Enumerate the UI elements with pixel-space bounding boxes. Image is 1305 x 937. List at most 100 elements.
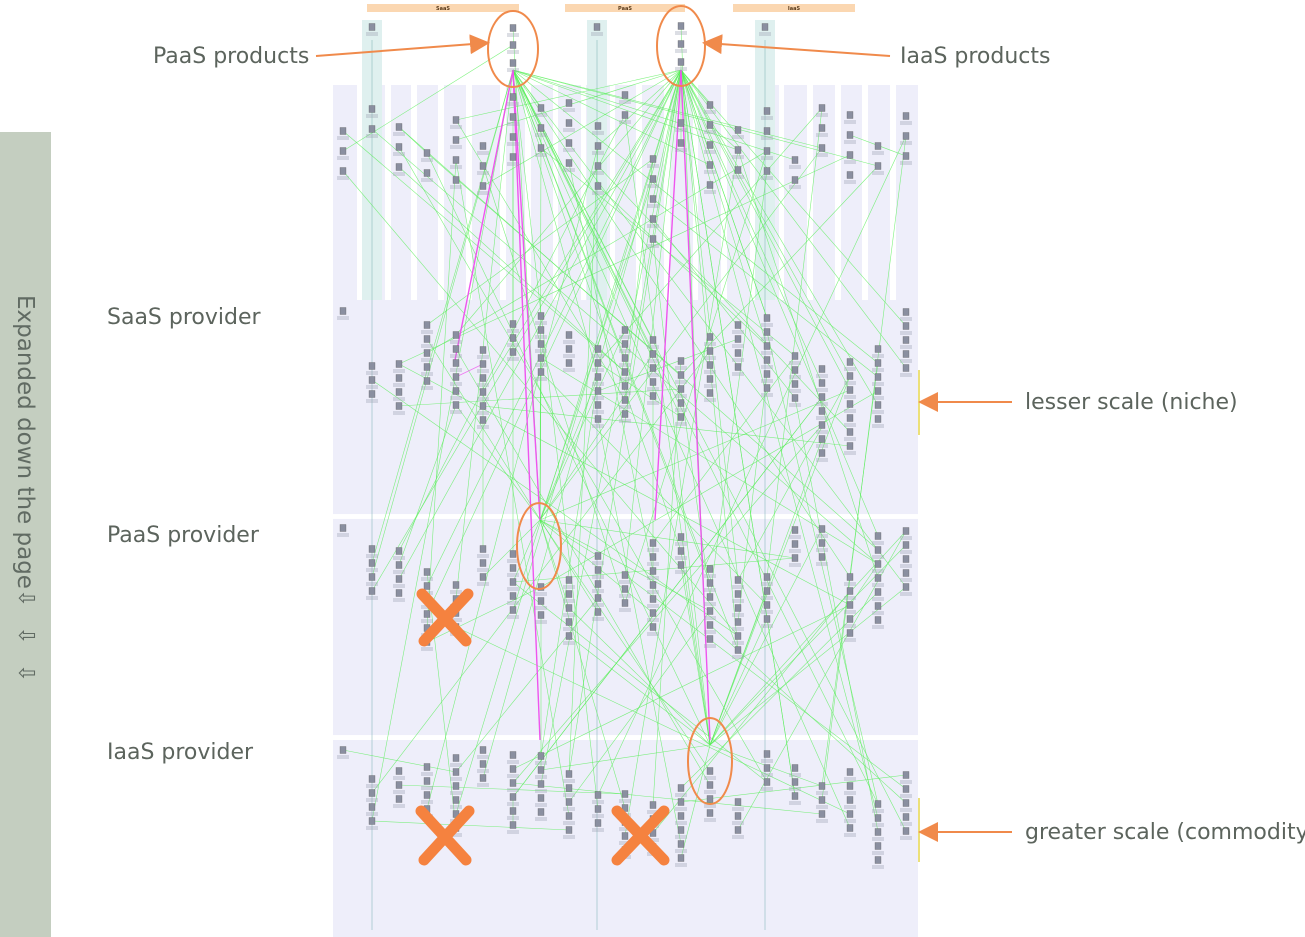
component-node-label xyxy=(900,161,912,165)
green-link xyxy=(398,363,851,606)
component-node-label xyxy=(732,358,744,362)
component-node xyxy=(874,842,882,850)
component-node xyxy=(818,421,826,429)
green-link xyxy=(371,820,570,831)
component-node-label xyxy=(592,589,604,593)
component-node-label xyxy=(704,776,716,780)
component-node-label xyxy=(450,805,462,809)
component-node-label xyxy=(704,574,716,578)
component-node-label xyxy=(844,610,856,614)
component-node xyxy=(537,766,545,774)
component-node xyxy=(565,331,573,339)
component-node xyxy=(509,592,517,600)
component-node-label xyxy=(900,822,912,826)
component-node xyxy=(874,546,882,554)
component-node xyxy=(791,394,799,402)
component-node-label xyxy=(647,576,659,580)
component-node-label xyxy=(704,616,716,620)
component-node xyxy=(677,413,685,421)
component-node xyxy=(818,124,826,132)
column-header-labels: SaaS PaaS IaaS xyxy=(436,6,800,12)
component-node-label xyxy=(761,351,773,355)
component-node-label xyxy=(563,585,575,589)
green-link xyxy=(512,69,851,578)
component-node xyxy=(537,368,545,376)
component-node xyxy=(818,104,826,112)
component-node xyxy=(423,777,431,785)
component-node-label xyxy=(675,542,687,546)
component-node xyxy=(846,111,854,119)
component-node xyxy=(874,345,882,353)
component-node xyxy=(594,387,602,395)
component-node xyxy=(706,795,714,803)
component-node xyxy=(395,388,403,396)
green-link xyxy=(624,150,768,604)
component-node xyxy=(565,770,573,778)
component-node-label xyxy=(872,851,884,855)
component-node xyxy=(649,336,657,344)
green-link xyxy=(342,749,457,773)
component-node-label xyxy=(619,580,631,584)
component-node-label xyxy=(450,833,462,837)
green-link xyxy=(680,69,907,327)
component-node-label xyxy=(675,148,687,152)
component-node-label xyxy=(872,541,884,545)
component-node xyxy=(621,326,629,334)
component-node-label xyxy=(421,386,433,390)
component-node xyxy=(565,812,573,820)
component-node-label xyxy=(844,638,856,642)
green-link xyxy=(540,69,682,785)
component-node xyxy=(902,771,910,779)
component-node-label xyxy=(477,783,489,787)
component-node-label xyxy=(647,632,659,636)
column-separators xyxy=(357,85,896,300)
component-node-label xyxy=(816,562,828,566)
component-node-label xyxy=(592,603,604,607)
component-node xyxy=(818,379,826,387)
component-node xyxy=(452,581,460,589)
component-node xyxy=(677,812,685,820)
component-node xyxy=(565,119,573,127)
component-node xyxy=(791,352,799,360)
component-node xyxy=(846,131,854,139)
component-node-label xyxy=(393,790,405,794)
green-link xyxy=(652,590,851,834)
magenta-link xyxy=(680,69,711,741)
component-node xyxy=(846,810,854,818)
component-node xyxy=(902,308,910,316)
magenta-link xyxy=(512,69,541,741)
component-node-label xyxy=(450,396,462,400)
green-link xyxy=(597,418,682,845)
component-node xyxy=(395,547,403,555)
component-node xyxy=(479,402,487,410)
component-node xyxy=(791,366,799,374)
component-node xyxy=(537,780,545,788)
component-node xyxy=(706,565,714,573)
green-link xyxy=(455,348,711,786)
component-node-label xyxy=(450,618,462,622)
component-node xyxy=(846,824,854,832)
component-node xyxy=(565,632,573,640)
green-link xyxy=(680,774,907,803)
component-node-label xyxy=(900,317,912,321)
component-node-label xyxy=(816,791,828,795)
component-node-label xyxy=(789,165,801,169)
green-link xyxy=(709,586,907,746)
component-node xyxy=(902,827,910,835)
component-node-label xyxy=(592,617,604,621)
component-node xyxy=(677,139,685,147)
green-link xyxy=(539,519,711,612)
green-link xyxy=(568,145,599,775)
component-node-label xyxy=(619,827,631,831)
component-node-label xyxy=(816,402,828,406)
component-node-label xyxy=(592,800,604,804)
component-node-label xyxy=(337,533,349,537)
component-node xyxy=(734,126,742,134)
component-node xyxy=(594,566,602,574)
green-link xyxy=(426,69,682,615)
green-link xyxy=(512,69,907,588)
component-node-label xyxy=(563,779,575,783)
component-node-label xyxy=(761,759,773,763)
component-node-label xyxy=(535,321,547,325)
component-node xyxy=(395,360,403,368)
